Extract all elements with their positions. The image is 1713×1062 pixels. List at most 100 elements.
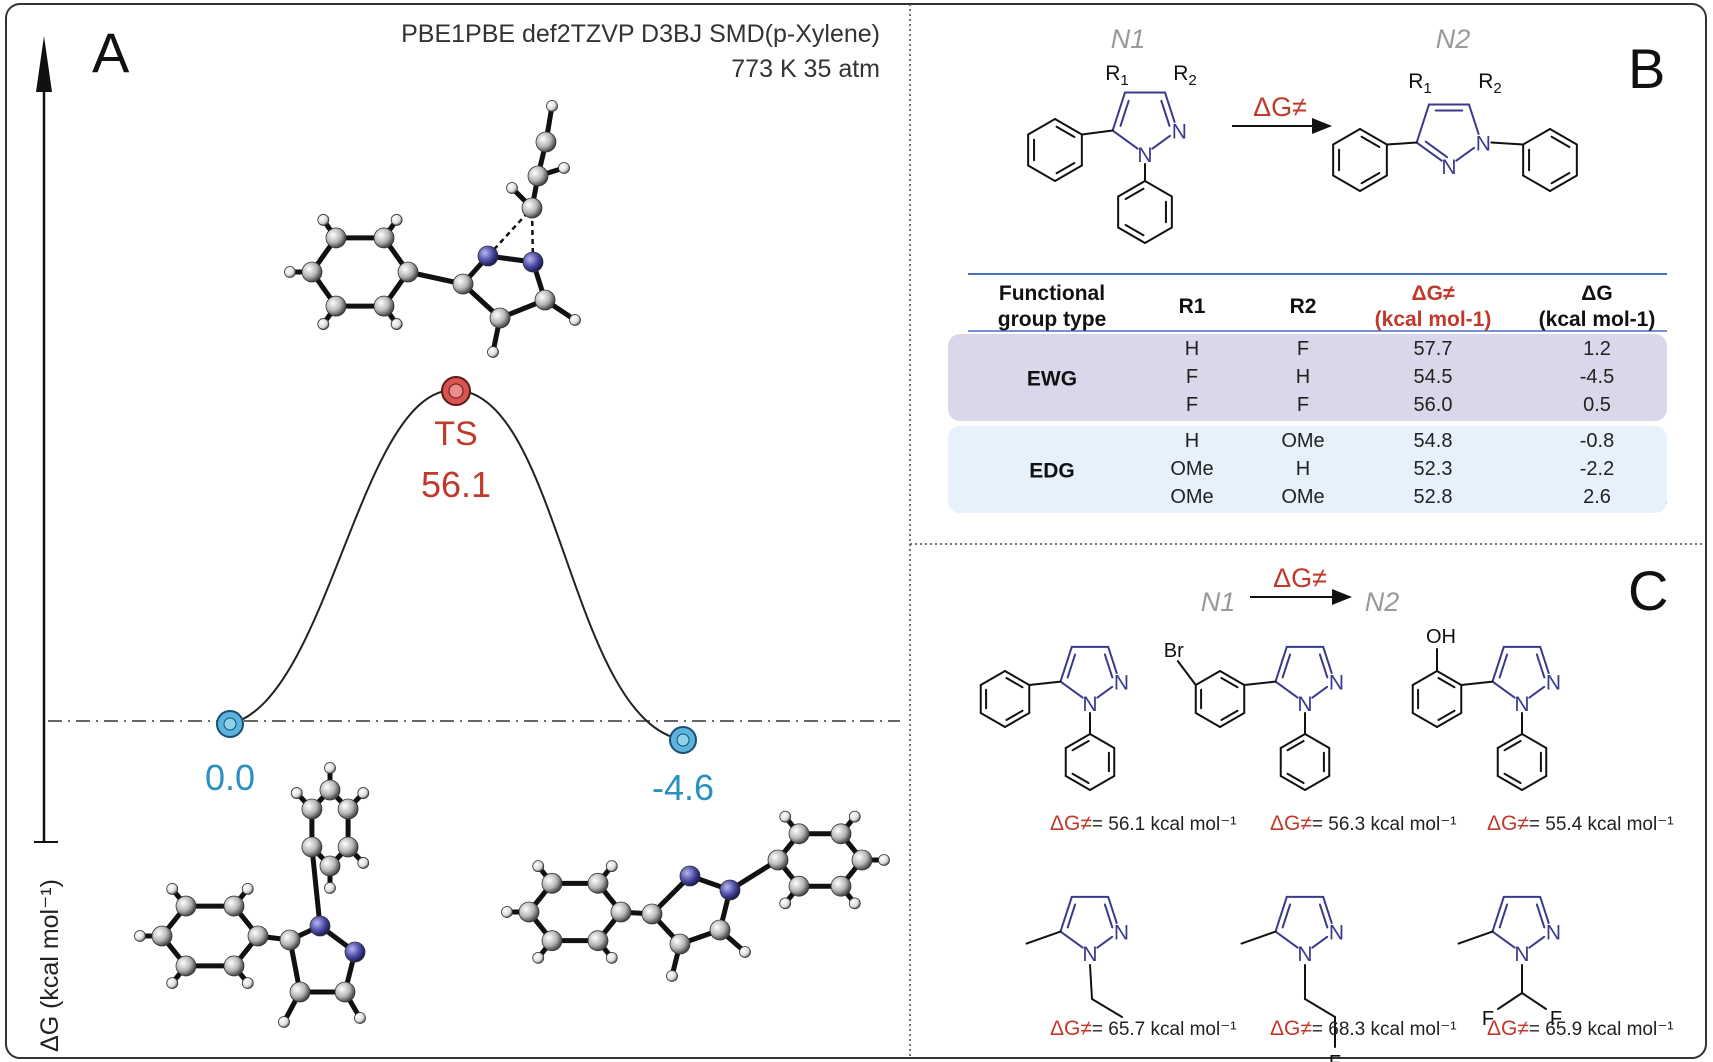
carbon-atom — [830, 875, 852, 897]
nitrogen-label: N — [1297, 943, 1312, 966]
barrier-label: ΔG≠= 68.3 kcal mol⁻¹ — [1270, 1017, 1457, 1040]
ring-bond — [1332, 174, 1361, 192]
cell-dg: 1.2 — [1583, 338, 1611, 360]
double-bond — [1124, 187, 1145, 201]
r2-label: R2 — [1478, 70, 1502, 97]
double-bond — [1119, 99, 1130, 127]
nitrogen-label: N — [1082, 693, 1097, 716]
cell-dgts: 54.5 — [1414, 366, 1453, 388]
barrier-label: ΔG≠= 56.3 kcal mol⁻¹ — [1270, 812, 1457, 835]
ring-bond — [1521, 775, 1548, 791]
double-bond — [1055, 125, 1076, 139]
hydrogen-atom — [290, 787, 303, 799]
hydrogen-atom — [848, 810, 861, 823]
header-dgts-line2: (kcal mol-1) — [1375, 308, 1492, 331]
group-name: EWG — [1027, 368, 1077, 391]
double-bond — [1220, 676, 1239, 689]
ts-label: TS — [434, 415, 477, 453]
double-bond — [1318, 903, 1329, 929]
carbon-atom — [301, 836, 323, 858]
ring-bond — [979, 670, 1006, 686]
carbon-atom — [541, 872, 563, 894]
ring-bond — [1111, 91, 1127, 132]
cell-dgts: 52.8 — [1414, 486, 1453, 508]
ring-bond — [1117, 180, 1146, 198]
cell-r2: H — [1296, 458, 1310, 480]
ring-bond — [1359, 128, 1388, 146]
ring-bond — [1436, 670, 1463, 686]
substituent-effect-table: Functional group type R1 R2 ΔG≠ (kcal mo… — [948, 273, 1667, 513]
method-line-2: 773 K 35 atm — [731, 55, 880, 83]
ring-bond — [1089, 733, 1116, 749]
ring-bond — [1496, 733, 1523, 749]
hydrogen-atom — [134, 930, 146, 942]
cell-dg: -2.2 — [1580, 458, 1614, 480]
r1-label: R1 — [1408, 70, 1432, 97]
outer-frame — [5, 3, 1707, 1059]
carbon-atom — [337, 836, 359, 858]
nitrogen-label: N — [1546, 922, 1561, 945]
carbon-atom — [151, 925, 173, 947]
double-bond — [1005, 676, 1024, 689]
panel-b-letter: B — [1628, 37, 1665, 100]
carbon-atom — [334, 981, 356, 1003]
carbon-atom — [541, 930, 563, 952]
hydrogen-atom — [558, 162, 570, 174]
ring-bond — [1322, 895, 1333, 925]
ring-bond — [1279, 775, 1306, 791]
ring-bond — [1549, 174, 1578, 192]
double-bond — [1103, 653, 1114, 679]
ring-bond — [1521, 733, 1548, 749]
ring-bond — [1274, 645, 1288, 683]
cell-r1: H — [1185, 338, 1199, 360]
ring-bond — [1089, 775, 1116, 791]
nitrogen-atom — [309, 915, 331, 937]
nitrogen-label: N — [1114, 672, 1129, 695]
double-bond — [1550, 171, 1571, 185]
header-dgts-line1: ΔG≠ — [1412, 282, 1455, 305]
methyl-bond — [1457, 930, 1494, 945]
bond — [1304, 998, 1336, 1018]
nitrogen-label: N — [1114, 922, 1129, 945]
hydrogen-atom — [848, 897, 861, 910]
bond — [1490, 141, 1525, 146]
carbon-atom — [767, 849, 789, 871]
ring-bond — [1194, 712, 1221, 728]
ring-bond — [1539, 895, 1550, 925]
hydrogen-atom — [779, 897, 792, 910]
double-bond — [1286, 772, 1305, 785]
header-dg-line2: (kcal mol-1) — [1539, 308, 1656, 331]
double-bond — [1066, 653, 1077, 679]
cell-r2: OMe — [1281, 486, 1324, 508]
ring-bond — [1415, 141, 1443, 162]
carbon-atom — [610, 901, 632, 923]
ring-bond — [1059, 895, 1073, 933]
ring-bond — [1151, 134, 1172, 150]
hydrogen-atom — [666, 970, 678, 982]
hydrogen-atom — [878, 854, 890, 866]
ring-bond — [1004, 712, 1031, 728]
barrier-label: ΔG≠= 55.4 kcal mol⁻¹ — [1487, 812, 1674, 835]
cell-r1: OMe — [1170, 458, 1213, 480]
barrier-label: ΔG≠= 65.7 kcal mol⁻¹ — [1050, 1017, 1237, 1040]
ring-bond — [1163, 91, 1176, 123]
ring-bond — [1332, 128, 1361, 146]
hydrogen-atom — [605, 860, 618, 873]
ring-bond — [1491, 895, 1505, 933]
ring-bond — [1144, 180, 1173, 198]
nitrogen-label: N — [1514, 693, 1529, 716]
hydrogen-atom — [278, 1016, 290, 1028]
panel-a: A PBE1PBE def2TZVP D3BJ SMD(p-Xylene) 77… — [34, 20, 900, 1052]
ring-bond — [1322, 645, 1333, 675]
cell-r2: F — [1297, 394, 1309, 416]
ring-bond — [1549, 128, 1578, 146]
hydrogen-atom — [501, 906, 513, 918]
n2-label: N2 — [1436, 24, 1471, 54]
carbon-atom — [279, 929, 301, 951]
cell-dg: -4.5 — [1580, 366, 1614, 388]
carbon-atom — [397, 261, 419, 283]
cell-dgts: 52.3 — [1414, 458, 1453, 480]
